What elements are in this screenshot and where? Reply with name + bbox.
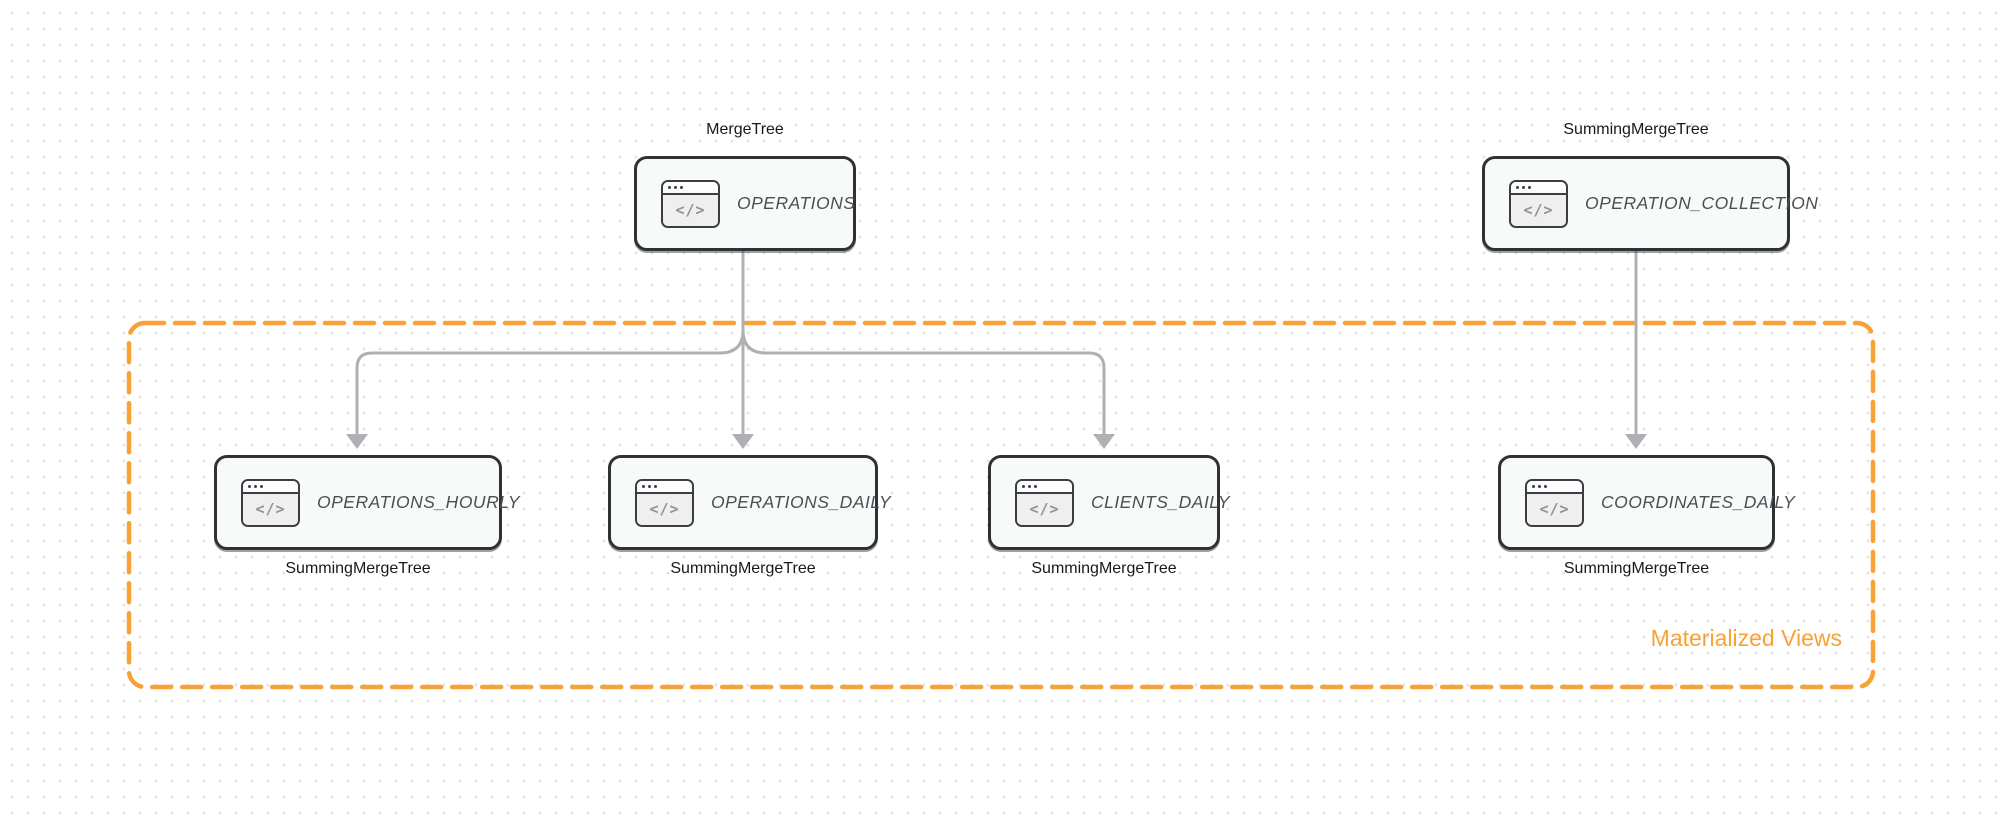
node-title: OPERATIONS_HOURLY [317,492,520,512]
code-window-icon: </> [635,478,694,527]
engine-label-operations-hourly: SummingMergeTree [285,560,431,577]
code-glyph-icon: </> [1017,493,1072,525]
code-glyph-icon: </> [663,194,718,226]
node-title: OPERATION_COLLECTION [1585,193,1819,213]
window-dots-icon [1527,480,1582,494]
node-operation-collection[interactable]: </> OPERATION_COLLECTION [1482,156,1818,251]
engine-label-clients-daily: SummingMergeTree [1031,560,1177,577]
code-glyph-icon: </> [637,493,692,525]
code-glyph-icon: </> [243,493,298,525]
window-dots-icon [243,480,298,494]
node-operations-daily[interactable]: </> OPERATIONS_DAILY [608,455,891,550]
code-window-icon: </> [1015,478,1074,527]
window-dots-icon [637,480,692,494]
arrowhead-icon [732,434,754,449]
arrowhead-icon [1625,434,1647,449]
node-title: CLIENTS_DAILY [1091,492,1231,512]
window-dots-icon [663,181,718,195]
node-title: OPERATIONS [737,193,856,213]
engine-label-coordinates-daily: SummingMergeTree [1563,560,1710,577]
node-operations-hourly[interactable]: </> OPERATIONS_HOURLY [214,455,520,550]
edge-operations-to-clients-daily[interactable] [741,250,1115,449]
code-glyph-icon: </> [1527,493,1582,525]
node-title: COORDINATES_DAILY [1601,492,1796,512]
engine-label-operation-collection: SummingMergeTree [1563,121,1709,138]
arrowhead-icon [346,434,368,449]
node-operations[interactable]: </> OPERATIONS [634,156,856,251]
materialized-views-group-frame[interactable] [126,320,1876,690]
code-window-icon: </> [661,179,720,228]
materialized-views-group-label: Materialized Views [1650,625,1842,651]
node-coordinates-daily[interactable]: </> COORDINATES_DAILY [1498,455,1795,550]
node-title: OPERATIONS_DAILY [711,492,892,512]
code-window-icon: </> [241,478,300,527]
engine-label-operations-daily: SummingMergeTree [670,560,816,577]
engine-label-operations: MergeTree [706,121,784,138]
window-dots-icon [1511,181,1566,195]
node-clients-daily[interactable]: </> CLIENTS_DAILY [988,455,1230,550]
code-glyph-icon: </> [1511,194,1566,226]
code-window-icon: </> [1509,179,1568,228]
code-window-icon: </> [1525,478,1584,527]
edge-operation-collection-to-coordinates-daily[interactable] [1625,250,1647,449]
arrowhead-icon [1093,434,1115,449]
edge-operations-to-operations-hourly[interactable] [346,250,745,449]
window-dots-icon [1017,480,1072,494]
